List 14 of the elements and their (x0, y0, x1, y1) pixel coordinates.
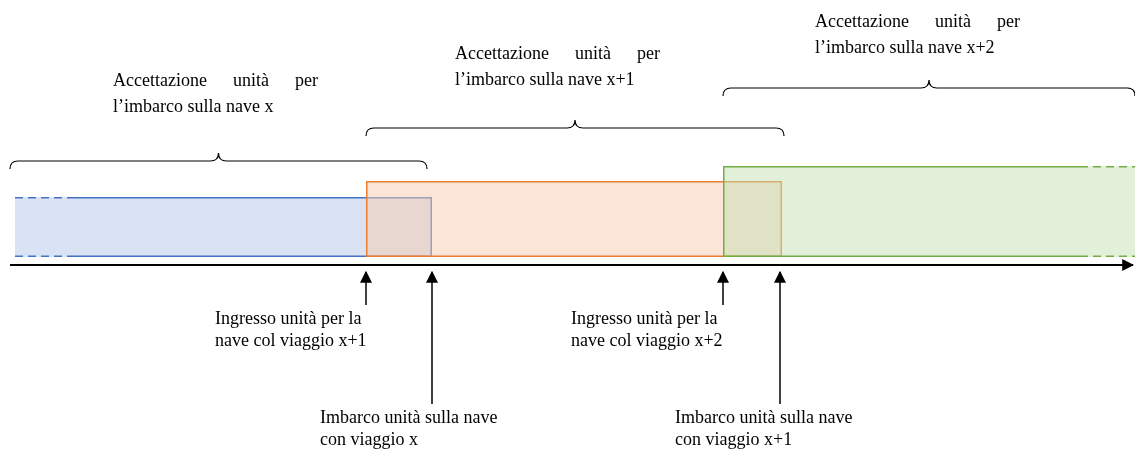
arrow (360, 270, 372, 306)
event-label: Imbarco unità sulla nave con viaggio x (320, 406, 500, 450)
arrow (426, 270, 438, 405)
event-label: Ingresso unità per la nave col viaggio x+1 (215, 307, 395, 351)
event-label: Imbarco unità sulla nave con viaggio x+1 (675, 406, 855, 450)
period-label: Accettazione unità per l’imbarco sulla nave x (113, 69, 318, 118)
time-band (15, 197, 432, 257)
event-label: Ingresso unità per la nave col viaggio x+2 (571, 307, 751, 351)
period-label: Accettazione unità per l’imbarco sulla nave x+1 (455, 42, 660, 91)
arrow (717, 270, 729, 306)
period-label: Accettazione unità per l’imbarco sulla nave x+2 (815, 10, 1020, 59)
arrow (774, 270, 786, 405)
time-band (366, 181, 782, 257)
time-band (723, 166, 1135, 257)
